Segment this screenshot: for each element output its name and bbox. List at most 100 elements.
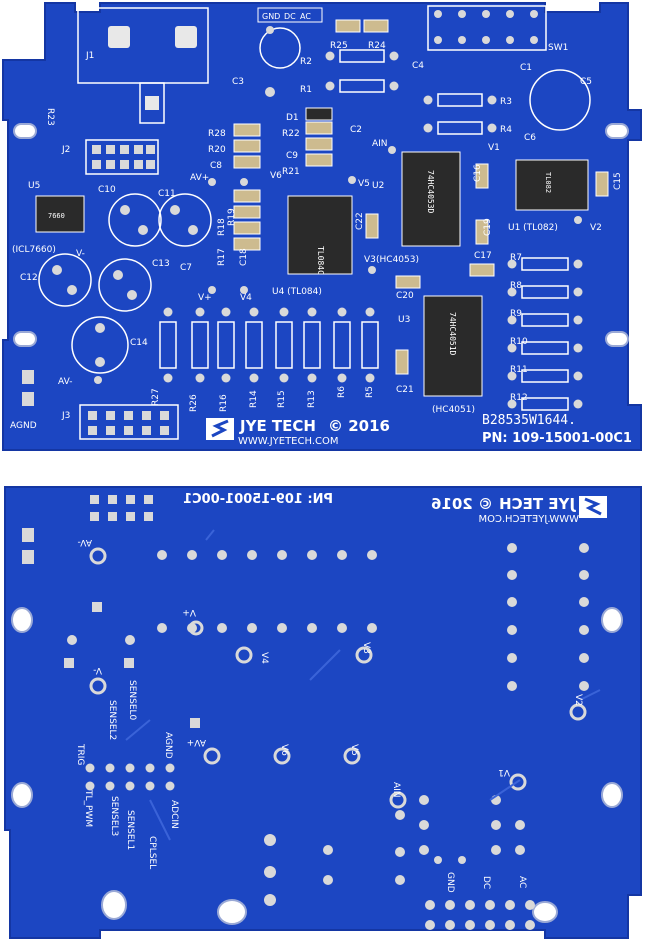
top-label-r3: R3 bbox=[500, 97, 512, 107]
top-label-c20: C20 bbox=[396, 291, 414, 301]
top-label-c8: C8 bbox=[210, 161, 222, 171]
u5-marking: 7660 bbox=[48, 212, 65, 220]
top-label-icl7660: (ICL7660) bbox=[12, 245, 56, 255]
top-label-r24: R24 bbox=[368, 41, 386, 51]
top-label-r22: R22 bbox=[282, 129, 300, 139]
top-label-c10: C10 bbox=[98, 185, 116, 195]
bottom-label-cplsel: CPLSEL bbox=[147, 836, 157, 869]
bottom-label-sensel1: SENSEL1 bbox=[125, 810, 135, 850]
top-label-r10: R10 bbox=[510, 337, 528, 347]
bottom-vias bbox=[67, 543, 589, 906]
top-copyright: © 2016 bbox=[328, 417, 390, 435]
bottom-label-ac: AC bbox=[517, 876, 527, 888]
top-label-j1: J1 bbox=[85, 51, 94, 61]
test-points-top bbox=[94, 146, 582, 384]
top-label-c18: C18 bbox=[239, 248, 249, 266]
top-label-r13: R13 bbox=[307, 390, 317, 408]
bottom-pcb-outline bbox=[4, 486, 642, 939]
top-label-c17: C17 bbox=[474, 251, 492, 261]
top-label-ain: AIN bbox=[372, 139, 388, 149]
bottom-label-v4: V4 bbox=[259, 652, 269, 664]
top-label-r16: R16 bbox=[219, 394, 229, 412]
top-label-c22: C22 bbox=[355, 212, 365, 230]
top-label-v2: V2 bbox=[590, 223, 602, 233]
bottom-label-v: V- bbox=[93, 665, 102, 675]
bottom-label-sensel2: SENSEL2 bbox=[107, 700, 117, 740]
top-logo: JYE TECH © 2016 WWW.JYETECH.COM bbox=[206, 417, 390, 447]
ic-u2: 74HC4053D bbox=[401, 151, 461, 247]
bottom-label-ain: AIN bbox=[391, 782, 401, 798]
bottom-label-sensel3: SENSEL3 bbox=[109, 796, 119, 836]
top-label-r4: R4 bbox=[500, 125, 512, 135]
top-label-hc4053: (HC4053) bbox=[376, 255, 419, 265]
electrolytic-caps bbox=[38, 27, 591, 374]
resistor-pads bbox=[163, 307, 375, 383]
top-label-av: AV+ bbox=[190, 173, 209, 183]
bottom-mounting-holes bbox=[11, 607, 623, 925]
top-label-v4: V4 bbox=[240, 293, 252, 303]
top-label-sw1: SW1 bbox=[548, 43, 568, 53]
bottom-test-rings bbox=[89, 547, 587, 809]
top-label-c12: C12 bbox=[20, 273, 38, 283]
header-ac: AC bbox=[300, 12, 311, 21]
top-label-r27: R27 bbox=[151, 388, 161, 406]
right-resistor-pads bbox=[325, 51, 583, 409]
top-label-c13: C13 bbox=[152, 259, 170, 269]
sw1-switch bbox=[427, 5, 547, 51]
top-label-c1: C1 bbox=[520, 63, 532, 73]
top-label-v6: V6 bbox=[270, 171, 282, 181]
top-label-hc4051: (HC4051) bbox=[432, 405, 475, 415]
bottom-label-v6: V6 bbox=[279, 744, 289, 756]
bottom-board: JYE TECH © 2016 WWW.JYETECH.COM PN: 109-… bbox=[4, 486, 642, 939]
top-label-r26: R26 bbox=[189, 394, 199, 412]
top-label-r2: R2 bbox=[300, 57, 312, 67]
j2-header bbox=[85, 139, 159, 175]
batch-code: B28535W1644. bbox=[482, 413, 576, 428]
top-label-c5: C5 bbox=[580, 77, 592, 87]
agnd-pads bbox=[22, 370, 34, 406]
top-label-r14: R14 bbox=[249, 390, 259, 408]
bottom-label-sensel0: SENSEL0 bbox=[127, 680, 137, 721]
bottom-label-trig: TRIG bbox=[75, 743, 85, 765]
top-label-r9: R9 bbox=[510, 309, 522, 319]
top-label-v: V+ bbox=[198, 293, 212, 303]
bottom-label-v3: V3 bbox=[361, 642, 371, 654]
top-label-r5: R5 bbox=[365, 386, 375, 398]
bottom-label-v5: V5 bbox=[349, 744, 359, 756]
bottom-part-number: PN: 109-15001-00C1 bbox=[183, 492, 333, 507]
resistor-row bbox=[159, 321, 379, 369]
top-label-r23: R23 bbox=[45, 108, 55, 126]
u2-marking: 74HC4053D bbox=[426, 170, 435, 214]
top-board: GND DC AC bbox=[2, 2, 642, 451]
top-label-c14: C14 bbox=[130, 338, 148, 348]
cap-pads bbox=[52, 26, 275, 367]
top-label-r6: R6 bbox=[337, 386, 347, 398]
top-label-u4-tl084: U4 (TL084) bbox=[272, 287, 322, 297]
top-label-r8: R8 bbox=[510, 281, 522, 291]
bottom-label-agnd: AGND bbox=[163, 732, 173, 759]
ic-u3: 74HC4051D bbox=[423, 295, 483, 397]
top-label-c19: C19 bbox=[483, 218, 493, 236]
bottom-header-pads bbox=[22, 495, 153, 564]
bottom-label-v1: V1 bbox=[498, 767, 510, 777]
top-label-v3: V3 bbox=[364, 255, 376, 265]
top-label-u1-tl082: U1 (TL082) bbox=[508, 223, 558, 233]
smd-components bbox=[233, 19, 609, 375]
top-label-av: AV- bbox=[58, 377, 72, 387]
j1-connector bbox=[77, 7, 209, 124]
bottom-logo: JYE TECH © 2016 WWW.JYETECH.COM PN: 109-… bbox=[183, 492, 607, 525]
top-label-r12: R12 bbox=[510, 393, 528, 403]
top-label-v5: V5 bbox=[358, 179, 370, 189]
j3-header bbox=[79, 404, 179, 440]
bottom-brand: JYE TECH bbox=[499, 495, 576, 513]
ic-u4: TL084C bbox=[287, 195, 353, 275]
ic-u1: TL082 bbox=[515, 159, 589, 211]
right-resistors bbox=[339, 49, 569, 411]
top-label-c21: C21 bbox=[396, 385, 414, 395]
top-brand: JYE TECH bbox=[239, 417, 316, 435]
top-label-r21: R21 bbox=[282, 167, 300, 177]
bottom-label-tl-pwm: TL_PWM bbox=[83, 789, 93, 827]
top-label-j2: J2 bbox=[61, 145, 70, 155]
